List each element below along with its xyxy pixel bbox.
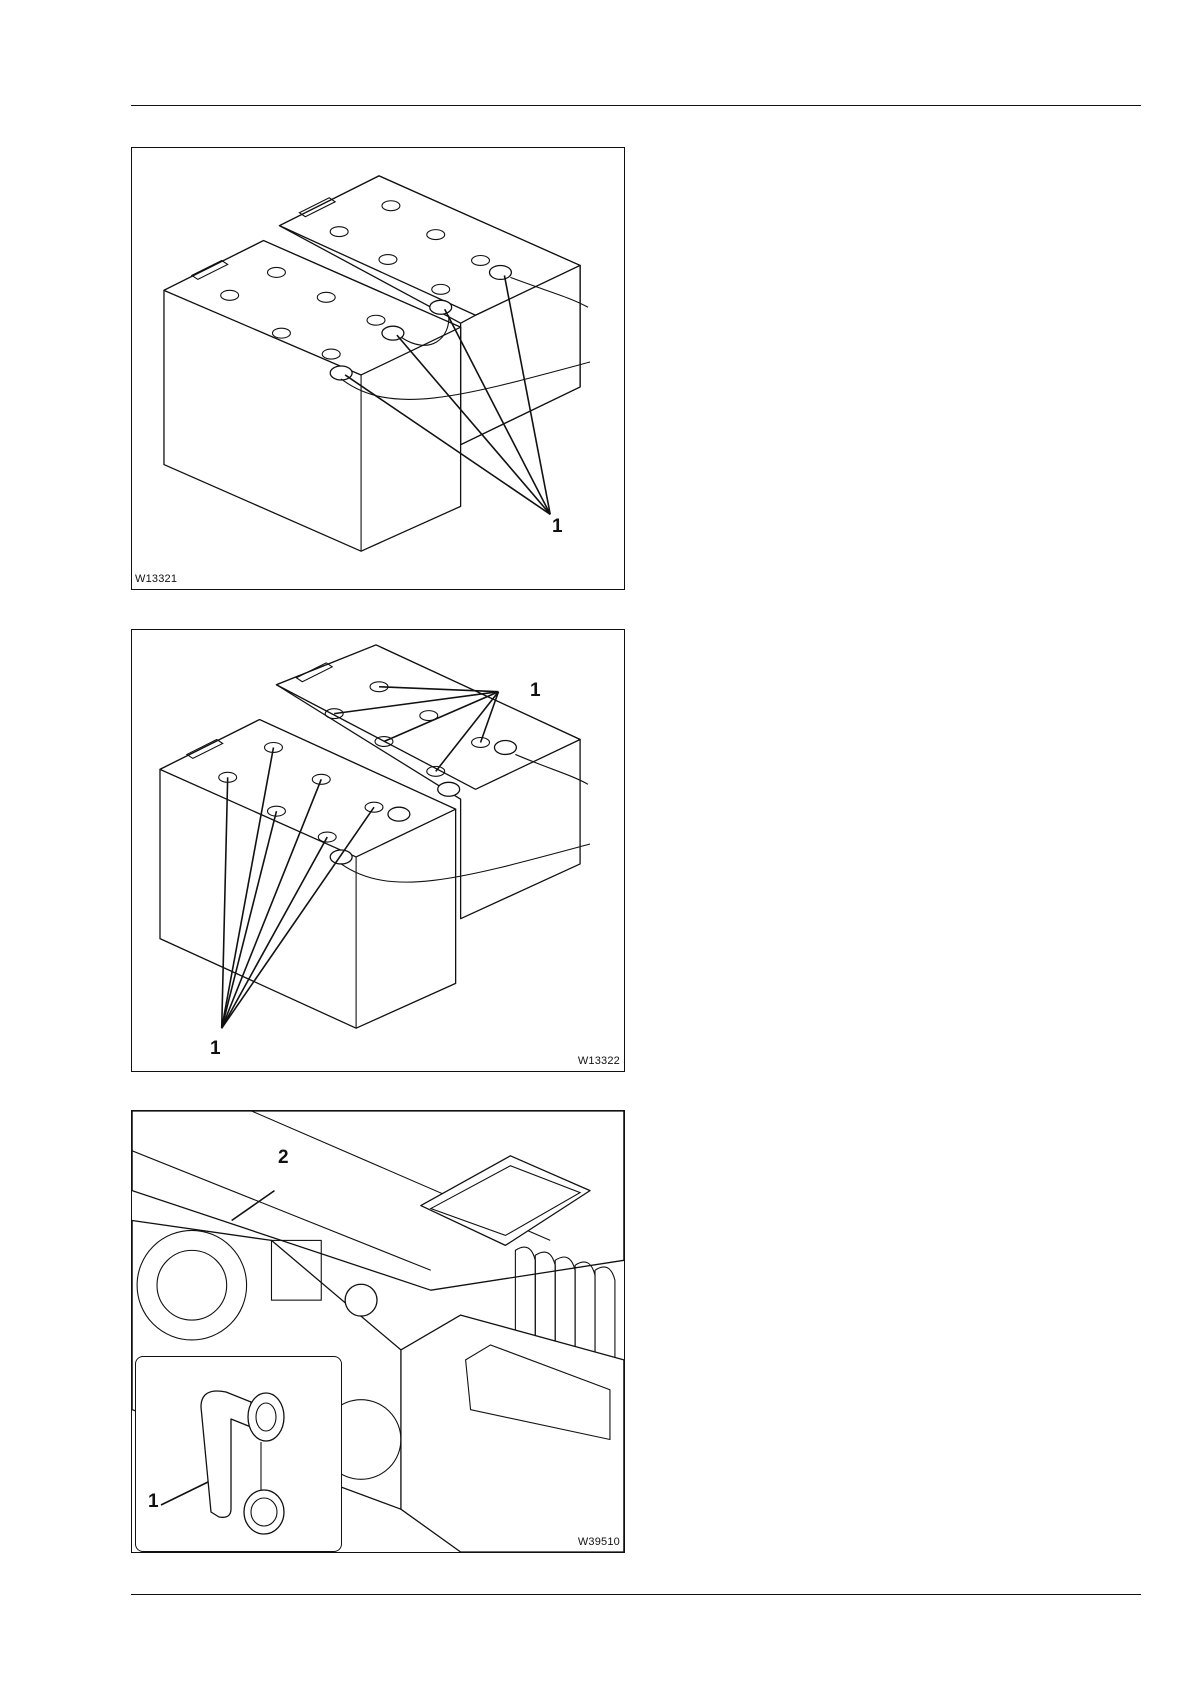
callout-2: 2	[278, 1147, 289, 1169]
figure-crane-vehicle: 1 2 W39510	[131, 1110, 625, 1553]
callout-1: 1	[148, 1491, 159, 1513]
figure-batteries-filler-caps: 1 1 W13322	[131, 629, 625, 1072]
battery-filler-caps-illustration	[132, 630, 624, 1071]
callout-1-upper: 1	[530, 680, 541, 702]
callout-1-lower: 1	[210, 1038, 221, 1060]
battery-terminals-illustration	[132, 148, 624, 589]
detail-inset: 1	[135, 1356, 342, 1552]
callout-1: 1	[552, 516, 563, 538]
header-rule	[131, 105, 1141, 106]
figure-id: W39510	[578, 1536, 620, 1548]
footer-rule	[131, 1594, 1141, 1595]
filler-cap-detail-illustration	[136, 1357, 341, 1551]
figure-id: W13322	[578, 1055, 620, 1067]
figure-batteries-terminals: 1 W13321	[131, 147, 625, 590]
figure-id: W13321	[135, 573, 177, 585]
